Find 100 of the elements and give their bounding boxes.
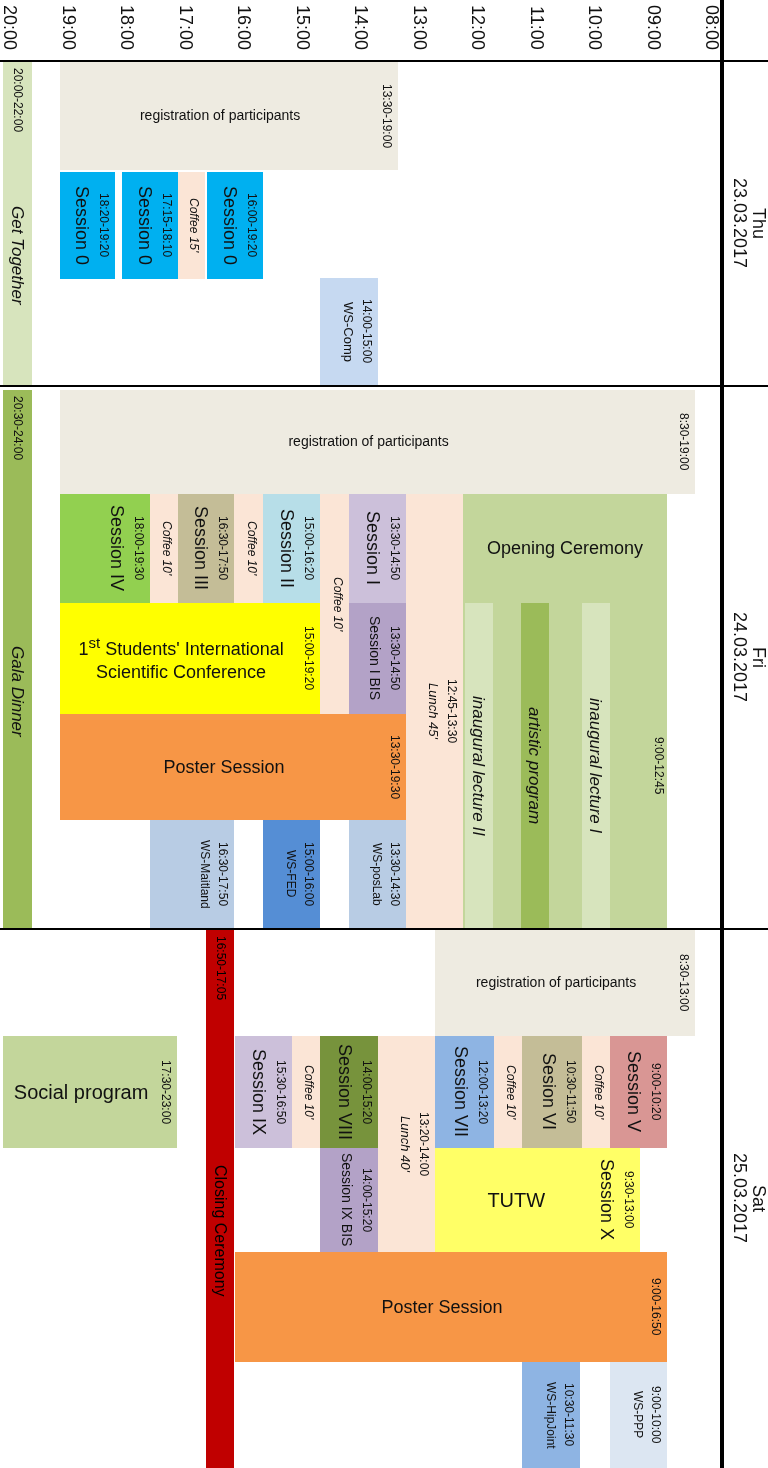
time-range: 14:00-15:20 <box>359 1058 375 1127</box>
event-name: Gala Dinner <box>7 644 29 739</box>
event-name: Session 0 <box>71 184 94 268</box>
time-range: 10:30-11:30 <box>561 1382 577 1449</box>
event-name: Session III <box>190 505 213 593</box>
schedule-block <box>521 603 549 928</box>
break-block <box>406 494 463 928</box>
break-block <box>150 494 178 603</box>
event-name: WS-Comp <box>340 300 358 364</box>
schedule-block <box>349 603 406 714</box>
event-name: WS-PPP <box>630 1390 647 1441</box>
event-name: Session VIII <box>334 1042 357 1142</box>
time-range: 10:30-11:50 <box>563 1059 579 1126</box>
time-range: 16:00-19:20 <box>244 192 260 260</box>
event-name: Opening Ceremony <box>485 537 645 561</box>
hour-label: 11:00 <box>525 5 548 52</box>
event-name: Get Together <box>7 205 29 307</box>
break-block <box>582 1036 610 1148</box>
event-name: Session II <box>276 507 299 590</box>
break-block <box>178 172 205 279</box>
hour-label: 17:00 <box>174 4 197 53</box>
schedule-block <box>263 494 320 603</box>
time-range: 13:30-19:30 <box>387 733 403 802</box>
event-name: Coffee 10' <box>244 520 260 578</box>
schedule-block <box>435 930 695 1036</box>
event-name: Closing Ceremony <box>211 1164 231 1299</box>
time-range: 15:30-16:50 <box>273 1058 289 1127</box>
schedule-block <box>463 494 667 928</box>
time-range: 20:00-22:00 <box>10 68 27 133</box>
event-name: inaugural lecture I <box>585 696 606 836</box>
break-block <box>320 494 349 714</box>
time-range: 16:50-17:05 <box>212 936 229 1001</box>
time-range: 13:30-14:50 <box>387 515 403 583</box>
break-block <box>494 1036 522 1148</box>
schedule-block <box>207 172 263 279</box>
event-name: Session X <box>596 1158 619 1243</box>
event-name: Poster Session <box>162 755 286 779</box>
time-range: 8:30-13:00 <box>676 953 692 1014</box>
hour-label: 18:00 <box>116 4 138 53</box>
time-range: 9:00-10:20 <box>648 1062 664 1123</box>
schedule-block <box>60 603 320 714</box>
schedule-block <box>522 1036 582 1148</box>
event-name: registration of participants <box>474 974 638 992</box>
schedule-block <box>263 820 320 928</box>
time-range: 18:20-19:20 <box>96 192 112 260</box>
event-name: 1$^{st}$ Students' International Scientific Conference <box>77 634 285 683</box>
day-name: Thu <box>748 207 768 241</box>
hour-label: 19:00 <box>57 4 80 53</box>
schedule-block <box>435 1148 640 1252</box>
schedule-block <box>320 1036 378 1148</box>
hour-label: 14:00 <box>350 4 372 53</box>
schedule-block <box>320 278 378 385</box>
event-name: WS-FED <box>283 849 300 900</box>
day-date: 24.03.2017 <box>729 610 750 705</box>
hour-label: 08:00 <box>701 4 723 53</box>
event-name: Lunch 40' <box>397 1115 415 1175</box>
day-date: 25.03.2017 <box>729 1152 750 1246</box>
time-range: 13:30-14:50 <box>387 625 403 693</box>
time-range: 14:00-15:20 <box>359 1166 375 1235</box>
time-range: 15:00-16:00 <box>301 840 317 909</box>
event-name: Social program <box>12 1079 150 1105</box>
time-range: 16:30-17:50 <box>215 840 231 909</box>
day-name: Sat <box>748 1184 768 1214</box>
schedule-block <box>60 714 406 820</box>
hour-label: 13:00 <box>408 4 431 53</box>
time-range: 20:30-24:00 <box>10 396 27 461</box>
hour-label: 15:00 <box>291 4 314 53</box>
time-range: 13:20-14:00 <box>416 1110 432 1179</box>
schedule-block <box>122 172 178 279</box>
schedule-block <box>349 494 406 603</box>
schedule-block <box>60 390 695 494</box>
schedule-block <box>522 1362 580 1468</box>
event-name: Lunch 45' <box>425 682 443 742</box>
time-range: 17:30-23:00 <box>158 1058 174 1127</box>
event-name: Coffee 10' <box>503 1063 519 1122</box>
time-range: 17:15-18:10 <box>159 192 175 260</box>
break-block <box>234 494 263 603</box>
event-name: Session IV <box>106 504 129 594</box>
time-range: 18:00-19:30 <box>131 515 147 583</box>
event-name: Session I <box>362 510 385 588</box>
schedule-block <box>60 62 398 170</box>
time-range: 12:45-13:30 <box>444 677 460 746</box>
time-range: 8:30-19:00 <box>676 412 692 473</box>
event-name: Coffee 10' <box>159 520 175 578</box>
schedule-block <box>435 1036 494 1148</box>
hour-label: 20:00 <box>0 4 21 53</box>
event-name: WS-posLab <box>369 841 386 908</box>
hour-label: 10:00 <box>584 4 606 53</box>
event-name: registration of participants <box>287 433 450 451</box>
schedule-block <box>235 1036 292 1148</box>
day-name: Fri <box>748 645 768 670</box>
event-name: Session V <box>623 1050 646 1135</box>
break-block <box>378 1036 435 1252</box>
time-range: 9:00-10:00 <box>648 1385 664 1446</box>
event-name: Session 0 <box>134 184 157 268</box>
schedule-block <box>582 603 610 928</box>
event-name: Poster Session <box>380 1295 504 1319</box>
schedule-block <box>150 820 234 928</box>
time-range: 15:00-16:20 <box>301 515 317 583</box>
time-range: 14:00-15:00 <box>359 298 375 366</box>
